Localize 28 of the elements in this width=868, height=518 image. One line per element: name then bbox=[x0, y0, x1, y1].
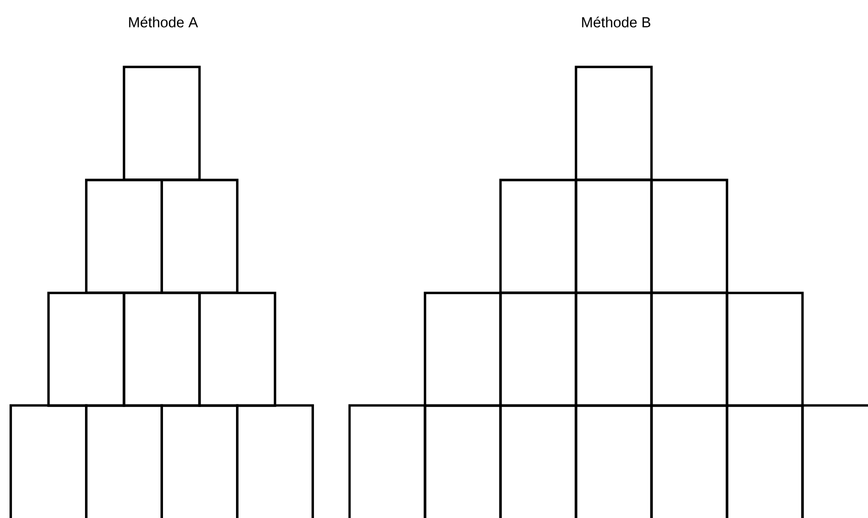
block bbox=[47, 292, 126, 407]
method-title: Méthode B bbox=[582, 16, 650, 28]
block bbox=[574, 66, 653, 181]
block bbox=[424, 292, 502, 407]
block bbox=[160, 404, 238, 518]
block bbox=[650, 292, 728, 407]
block bbox=[160, 178, 238, 294]
block bbox=[122, 66, 201, 181]
block bbox=[348, 404, 426, 518]
block bbox=[574, 404, 653, 518]
block bbox=[574, 292, 653, 407]
block bbox=[85, 404, 163, 518]
block bbox=[122, 292, 201, 407]
method-title: Méthode A bbox=[129, 16, 198, 28]
block bbox=[85, 178, 163, 294]
block bbox=[198, 292, 276, 407]
block bbox=[499, 292, 578, 407]
block bbox=[726, 292, 804, 407]
block bbox=[499, 178, 578, 294]
block bbox=[650, 178, 728, 294]
block bbox=[801, 404, 868, 518]
block bbox=[574, 178, 653, 294]
block bbox=[499, 404, 578, 518]
block bbox=[650, 404, 728, 518]
block bbox=[726, 404, 804, 518]
block bbox=[424, 404, 502, 518]
block bbox=[236, 404, 314, 518]
block bbox=[10, 404, 88, 518]
